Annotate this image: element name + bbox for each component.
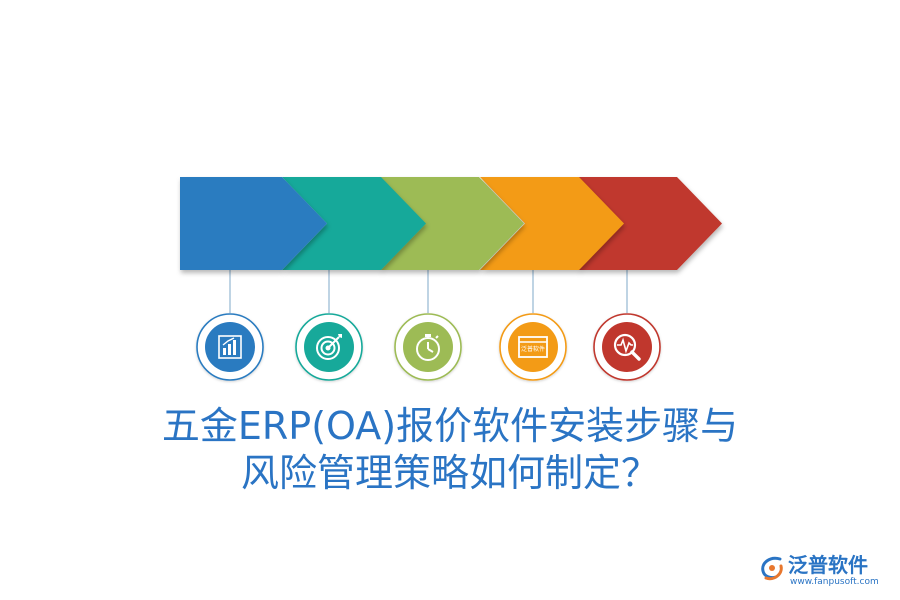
step-node-4: 泛普软件 — [499, 313, 567, 381]
step-arrow-2 — [282, 177, 426, 270]
step-node-3 — [394, 313, 462, 381]
browser-window-icon: 泛普软件 — [518, 336, 548, 358]
title-line-1: 五金ERP(OA)报价软件安装步骤与 — [161, 404, 739, 448]
stopwatch-icon — [416, 334, 440, 361]
step-arrow-1 — [180, 177, 327, 270]
step-node-5 — [593, 313, 661, 381]
target-icon — [316, 334, 342, 360]
magnifier-pulse-icon — [613, 333, 641, 361]
browser-window-label: 泛普软件 — [521, 345, 545, 353]
step-arrow-5 — [578, 177, 722, 270]
process-diagram: 泛普软件 — [180, 177, 722, 381]
logo-name: 泛普软件 — [788, 553, 868, 577]
logo-url: www.fanpusoft.com — [790, 577, 879, 587]
step-arrow-4 — [480, 177, 624, 270]
brand-logo: 泛普软件 www.fanpusoft.com — [758, 552, 888, 592]
title-line-2: 风险管理策略如何制定？ — [240, 451, 659, 495]
logo-mark-icon — [761, 556, 783, 581]
step-node-2 — [295, 313, 363, 381]
bar-chart-icon — [218, 335, 242, 359]
step-node-1 — [196, 313, 264, 381]
step-arrow-3 — [380, 177, 524, 270]
